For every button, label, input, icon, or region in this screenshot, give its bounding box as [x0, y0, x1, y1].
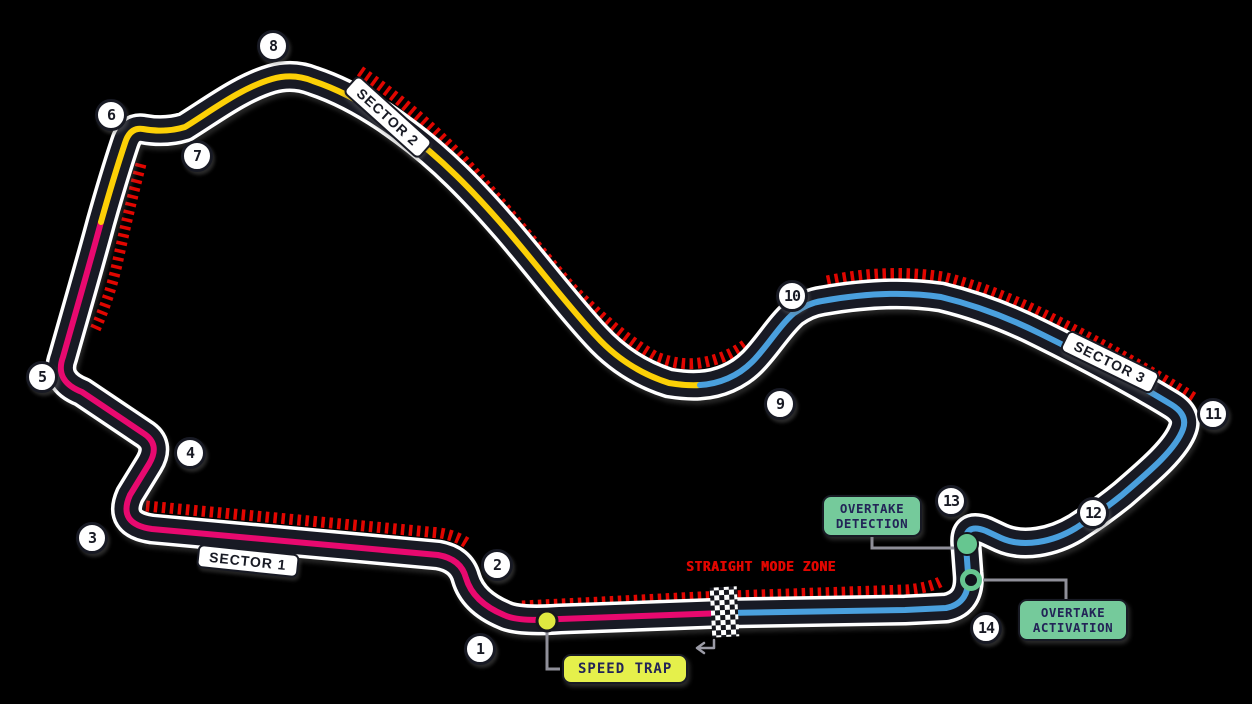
turn-marker-7: 7 — [181, 140, 213, 172]
straight-mode-zone-hatch-sector2 — [356, 66, 750, 370]
overtake-activation-line1: OVERTAKE — [1040, 605, 1106, 620]
turn-marker-10: 10 — [776, 280, 808, 312]
turn-marker-9: 9 — [764, 388, 796, 420]
turn-marker-2: 2 — [481, 549, 513, 581]
turn-marker-8: 8 — [257, 30, 289, 62]
sector2-line — [98, 73, 703, 389]
turn-marker-12: 12 — [1077, 497, 1109, 529]
turn-marker-4: 4 — [174, 437, 206, 469]
speed-trap-connector — [545, 632, 560, 671]
overtake-activation-badge: OVERTAKE ACTIVATION — [1018, 599, 1128, 641]
overtake-activation-line2: ACTIVATION — [1032, 620, 1114, 635]
turn-marker-13: 13 — [935, 485, 967, 517]
turn-marker-6: 6 — [95, 99, 127, 131]
overtake-detection-marker — [955, 532, 979, 556]
speed-trap-badge-label: SPEED TRAP — [578, 661, 673, 677]
race-direction-arrow-icon — [695, 638, 716, 655]
overtake-detection-connector — [870, 536, 954, 550]
turn-marker-3: 3 — [76, 522, 108, 554]
overtake-activation-marker — [960, 569, 982, 591]
overtake-detection-line2: DETECTION — [835, 516, 909, 531]
overtake-detection-badge: OVERTAKE DETECTION — [822, 495, 922, 537]
turn-marker-5: 5 — [26, 361, 58, 393]
turn-marker-1: 1 — [464, 633, 496, 665]
turn-marker-14: 14 — [970, 612, 1002, 644]
straight-mode-zone-hatch-left-climb — [88, 162, 147, 335]
speed-trap-marker — [535, 609, 559, 633]
speed-trap-badge: SPEED TRAP — [562, 654, 689, 684]
overtake-detection-line1: OVERTAKE — [839, 501, 905, 516]
sector1-line — [57, 219, 728, 623]
straight-mode-zone-label: STRAIGHT MODE ZONE — [686, 560, 836, 575]
straight-mode-zone-hatch-main-straight — [521, 577, 943, 612]
start-finish-line — [709, 586, 740, 638]
overtake-activation-connector — [983, 578, 1068, 599]
turn-marker-11: 11 — [1197, 398, 1229, 430]
